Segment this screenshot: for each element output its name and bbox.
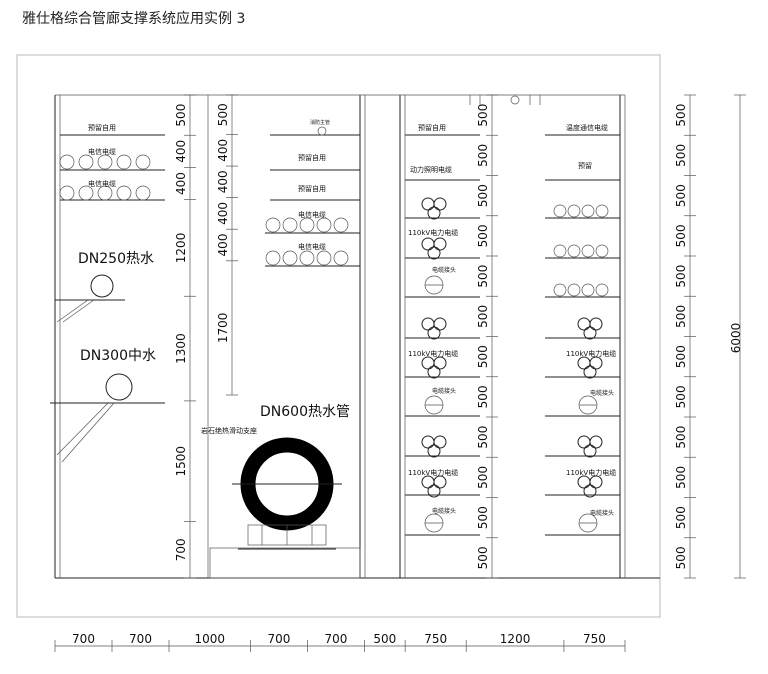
dim-right-7: 500 [476, 385, 490, 408]
dim-far-1: 500 [674, 144, 688, 167]
rr-cable-rows [553, 204, 609, 297]
mid-label-reserved-2: 预留自用 [298, 184, 326, 193]
dim-mid-4: 400 [216, 234, 230, 257]
label-dn300: DN300中水 [80, 348, 156, 364]
rr-label-110kv-2: 110kV电力电缆 [566, 468, 616, 477]
dim-left-6: 700 [174, 538, 188, 561]
label-dn600: DN600热水管 [260, 404, 350, 420]
dim-right-11: 500 [476, 546, 490, 569]
dim-far-11: 500 [674, 546, 688, 569]
dim-right-4: 500 [476, 265, 490, 288]
page-title: 雅仕格综合管廊支撑系统应用实例 3 [22, 11, 246, 27]
dim-right-9: 500 [476, 466, 490, 489]
dim-left-5: 1500 [174, 446, 188, 477]
dim-right-10: 500 [476, 506, 490, 529]
dim-right-1: 500 [476, 144, 490, 167]
dim-far-10: 500 [674, 506, 688, 529]
mid-label-telecom-2: 电信电缆 [298, 242, 326, 251]
dim-mid-5: 1700 [216, 313, 230, 344]
mid-label-telecom-1: 电信电缆 [298, 210, 326, 219]
rr-label-reserved: 预留 [578, 161, 592, 170]
rl-label-110kv-2: 110kV电力电缆 [408, 349, 458, 358]
fire-pipe [317, 126, 327, 136]
dim-left-4: 1300 [174, 333, 188, 364]
dim-bottom-4: 700 [324, 632, 347, 646]
rl-label-joint-1: 电缆接头 [432, 266, 456, 274]
label-dn250: DN250热水 [78, 251, 154, 267]
dim-chain-right: 500 500 500 500 500 500 500 500 500 500 500 500 [476, 94, 498, 579]
dim-chain-bottom: 700 700 1000 700 700 500 750 1200 750 [54, 632, 626, 652]
dim-far-5: 500 [674, 305, 688, 328]
dim-mid-3: 400 [216, 202, 230, 225]
rl-label-joint-3: 电缆接头 [432, 507, 456, 515]
dim-mid-2: 400 [216, 170, 230, 193]
outer-frame [16, 54, 661, 618]
dim-left-0: 500 [174, 104, 188, 127]
ceiling-fittings [469, 95, 541, 105]
dim-far-6: 500 [674, 345, 688, 368]
mid-cable-row-1 [265, 217, 349, 233]
dim-chain-left: 500 400 400 1200 1300 1500 700 [174, 94, 196, 579]
label-slide-support: 岩石绝热滑动支座 [201, 426, 257, 435]
label-fire-main: 消防主管 [310, 119, 330, 126]
dim-bottom-6: 750 [424, 632, 447, 646]
dim-bottom-5: 500 [373, 632, 396, 646]
tray-label-telecom-2: 电信电缆 [88, 179, 116, 188]
dim-right-5: 500 [476, 305, 490, 328]
cable-row-2 [59, 185, 151, 201]
dim-chain-mid: 500 400 400 400 400 1700 [216, 94, 238, 396]
rr-label-temp-comm: 温度通信电缆 [566, 123, 608, 132]
dim-right-6: 500 [476, 345, 490, 368]
cable-row-1 [59, 154, 151, 170]
dim-far-9: 500 [674, 466, 688, 489]
rl-joint-circles [424, 275, 444, 533]
dim-far-3: 500 [674, 224, 688, 247]
right-left-trays [405, 134, 480, 536]
dim-right-8: 500 [476, 426, 490, 449]
dim-mid-0: 500 [216, 103, 230, 126]
dim-right-3: 500 [476, 224, 490, 247]
dim-right-0: 500 [476, 104, 490, 127]
dim-mid-1: 400 [216, 139, 230, 162]
rl-label-reserved: 预留自用 [418, 123, 446, 132]
tray-label-reserved: 预留自用 [88, 123, 116, 132]
dim-total-height: 6000 [729, 94, 746, 579]
dim-far-0: 500 [674, 104, 688, 127]
dim-bottom-3: 700 [267, 632, 290, 646]
total-height-label: 6000 [729, 323, 743, 354]
dim-bottom-8: 750 [583, 632, 606, 646]
dim-far-2: 500 [674, 184, 688, 207]
mid-label-reserved-1: 预留自用 [298, 153, 326, 162]
pipe-dn600 [232, 437, 342, 550]
pipe-dn300 [50, 373, 165, 465]
rl-trefoil-cables [421, 197, 447, 498]
dim-far-8: 500 [674, 426, 688, 449]
dim-chain-far: 500 500 500 500 500 500 500 500 500 500 500 500 [674, 94, 696, 579]
right-right-trays [545, 134, 620, 536]
dim-far-4: 500 [674, 265, 688, 288]
dim-bottom-2: 1000 [194, 632, 225, 646]
dim-bottom-7: 1200 [500, 632, 531, 646]
dim-far-7: 500 [674, 385, 688, 408]
rl-label-110kv-1: 110kV电力电缆 [408, 228, 458, 237]
mid-cable-row-2 [265, 250, 349, 266]
rl-label-110kv-3: 110kV电力电缆 [408, 468, 458, 477]
rr-joint-circles [578, 395, 598, 533]
dim-bottom-0: 700 [72, 632, 95, 646]
rl-label-power-light: 动力照明电缆 [410, 165, 452, 174]
rr-trefoil-cables [577, 317, 603, 498]
dim-bottom-1: 700 [129, 632, 152, 646]
dim-left-3: 1200 [174, 233, 188, 264]
pipe-dn250 [54, 274, 125, 323]
tray-label-telecom-1: 电信电缆 [88, 147, 116, 156]
dim-left-1: 400 [174, 140, 188, 163]
dim-left-2: 400 [174, 172, 188, 195]
rl-label-joint-2: 电缆接头 [432, 387, 456, 395]
pipe-base-slab [209, 547, 361, 579]
rr-label-joint-1: 电缆接头 [590, 389, 614, 397]
dim-right-2: 500 [476, 184, 490, 207]
rr-label-110kv-1: 110kV电力电缆 [566, 349, 616, 358]
rr-label-joint-2: 电缆接头 [590, 509, 614, 517]
